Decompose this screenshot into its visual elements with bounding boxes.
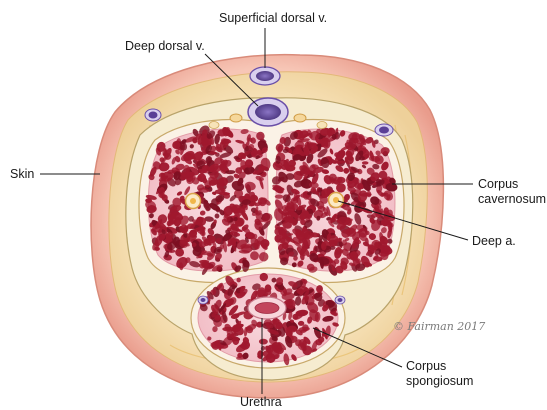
deep-artery-left bbox=[186, 194, 201, 209]
label-corpus-cavernosum-2: cavernosum bbox=[478, 192, 546, 206]
label-superficial-dorsal-v: Superficial dorsal v. bbox=[219, 11, 327, 25]
label-corpus-spongiosum-1: Corpus bbox=[406, 359, 446, 373]
label-skin: Skin bbox=[10, 167, 34, 181]
label-corpus-cavernosum-1: Corpus bbox=[478, 177, 518, 191]
deep-artery-right bbox=[329, 193, 344, 208]
superficial-dorsal-vein bbox=[250, 67, 280, 85]
label-urethra: Urethra bbox=[240, 395, 282, 409]
label-corpus-spongiosum-2: spongiosum bbox=[406, 374, 473, 388]
urethra-lumen bbox=[255, 303, 279, 314]
artist-signature: © Fairman 2017 bbox=[393, 320, 485, 333]
label-deep-dorsal-v: Deep dorsal v. bbox=[125, 39, 205, 53]
label-deep-a: Deep a. bbox=[472, 234, 516, 248]
